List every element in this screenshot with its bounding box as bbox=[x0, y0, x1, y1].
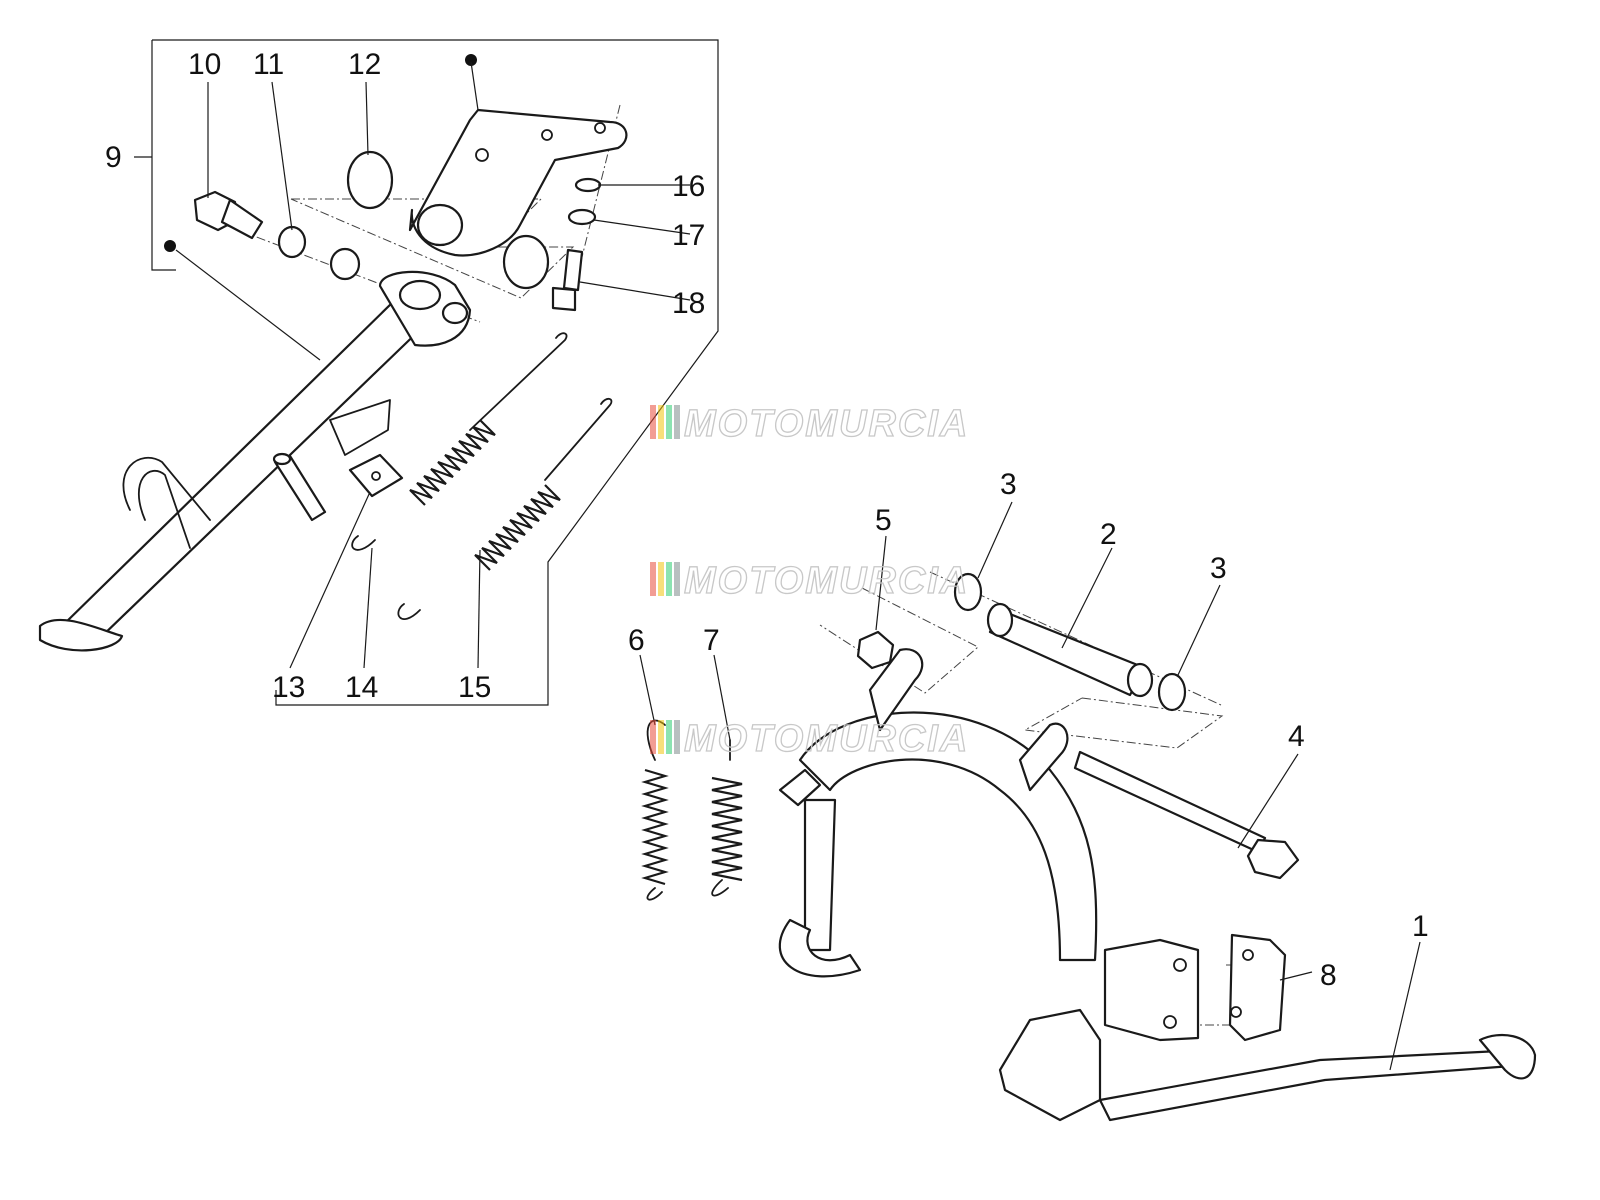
callout-7: 7 bbox=[703, 624, 720, 657]
watermark-stripe-2 bbox=[658, 405, 664, 439]
watermark-stripe-4 bbox=[674, 720, 680, 754]
part-7-spring bbox=[711, 739, 743, 897]
callout-15: 15 bbox=[458, 671, 491, 704]
watermark-stripe-1 bbox=[650, 405, 656, 439]
part-8-rubber-pad bbox=[1103, 933, 1287, 1042]
spring-14 bbox=[351, 332, 568, 551]
callout-16: 16 bbox=[672, 170, 705, 203]
callout-10: 10 bbox=[188, 48, 221, 81]
watermark-stripe-1 bbox=[650, 562, 656, 596]
callout-labels: 9 10 11 12 16 17 18 13 14 15 3 2 3 5 4 6… bbox=[105, 48, 1429, 992]
part-5-nut bbox=[856, 630, 895, 670]
side-stand-pin bbox=[272, 452, 327, 522]
part-18-screw bbox=[551, 248, 584, 312]
watermark-stripe-4 bbox=[674, 562, 680, 596]
callout-18: 18 bbox=[672, 287, 705, 320]
watermark-stripe-3 bbox=[666, 562, 672, 596]
callout-4: 4 bbox=[1288, 720, 1305, 753]
callout-9: 9 bbox=[105, 141, 122, 174]
watermark-text: MOTOMURCIA bbox=[684, 403, 969, 445]
spring-15 bbox=[397, 397, 613, 620]
callout-3b: 3 bbox=[1210, 552, 1227, 585]
part-11-ring bbox=[277, 225, 361, 281]
part-3-ring-right bbox=[1157, 672, 1187, 712]
part-2-pin bbox=[986, 602, 1154, 698]
part-17-washer bbox=[567, 208, 597, 226]
watermark-stripe-2 bbox=[658, 562, 664, 596]
watermark-1: MOTOMURCIA bbox=[650, 402, 969, 446]
watermark-stripe-4 bbox=[674, 405, 680, 439]
watermark-stripe-3 bbox=[666, 405, 672, 439]
marker-dot-left bbox=[164, 240, 176, 252]
part-13-pad bbox=[348, 453, 404, 498]
watermark-text: MOTOMURCIA bbox=[684, 560, 969, 602]
callout-13: 13 bbox=[272, 671, 305, 704]
callout-8: 8 bbox=[1320, 959, 1337, 992]
part-16-washer bbox=[574, 177, 602, 193]
callout-1: 1 bbox=[1412, 910, 1429, 943]
side-stand-bracket bbox=[408, 108, 628, 257]
side-stand-leg bbox=[38, 270, 472, 652]
callout-14: 14 bbox=[345, 671, 378, 704]
callout-6: 6 bbox=[628, 624, 645, 657]
part-10-bolt bbox=[193, 190, 264, 240]
marker-dot-top bbox=[465, 54, 477, 66]
callout-11: 11 bbox=[253, 48, 284, 81]
part-4-bolt bbox=[1073, 750, 1300, 880]
watermark-3: MOTOMURCIA bbox=[650, 717, 969, 761]
callout-12: 12 bbox=[348, 48, 381, 81]
watermark-text: MOTOMURCIA bbox=[684, 718, 969, 760]
callout-2: 2 bbox=[1100, 518, 1117, 551]
part-12-ring bbox=[346, 150, 550, 290]
watermark-stripe-2 bbox=[658, 720, 664, 754]
watermark-stripe-3 bbox=[666, 720, 672, 754]
group-frame-side-stand bbox=[134, 39, 719, 706]
watermark-stripe-1 bbox=[650, 720, 656, 754]
leader-lines bbox=[175, 61, 1421, 1071]
watermark-2: MOTOMURCIA bbox=[650, 559, 969, 603]
callout-3a: 3 bbox=[1000, 468, 1017, 501]
callout-17: 17 bbox=[672, 219, 705, 252]
callout-5: 5 bbox=[875, 504, 892, 537]
part-1-main-stand bbox=[778, 648, 1537, 1122]
part-3-ring-left bbox=[953, 572, 983, 612]
